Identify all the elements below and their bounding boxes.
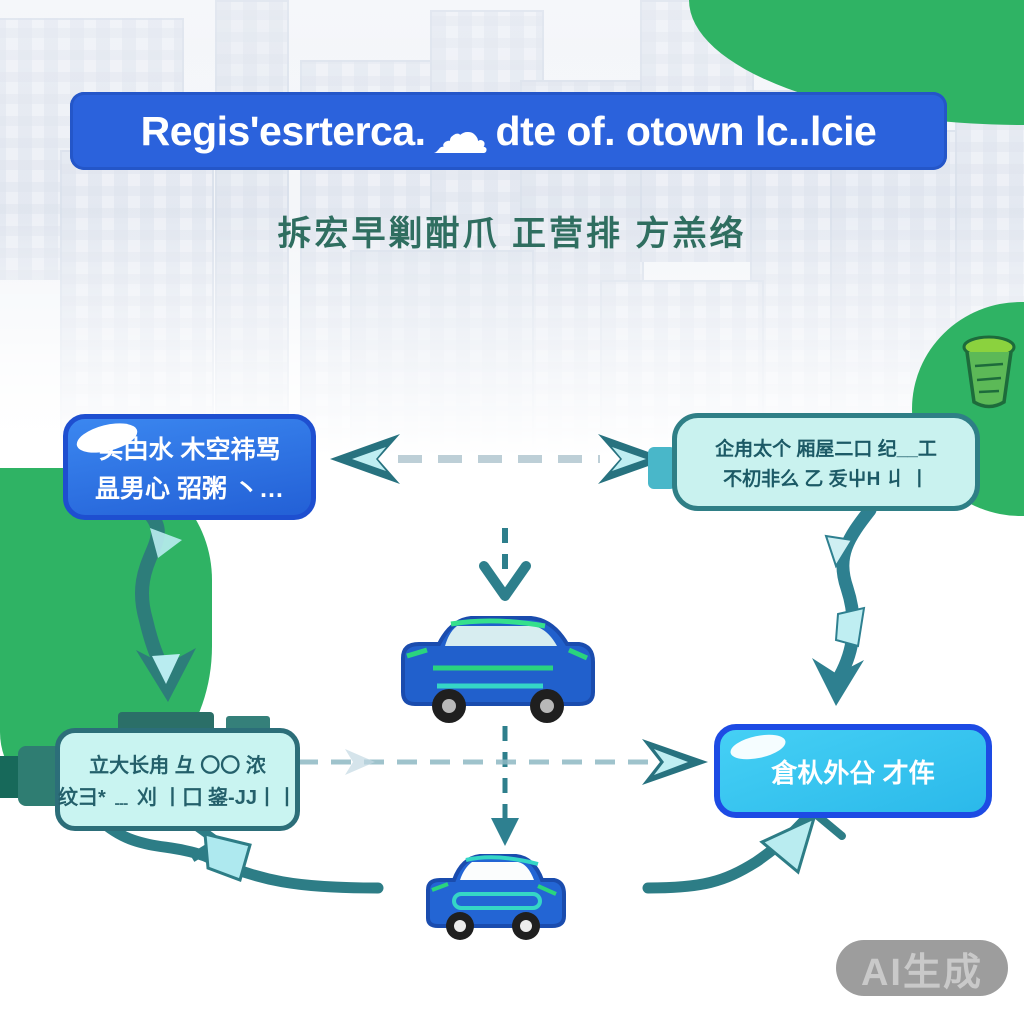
ai-generated-badge: AI生成 [836, 940, 1008, 996]
step-box-line: 纹彐* ﹍ 刈 丨囗 鋆-JJ丨丨 [58, 787, 297, 809]
step-box-top-right: 企甪太个 厢屋二口 纪__工 不朷非么 乙 叐屮H 丩 丨 [672, 413, 980, 511]
arrow-down-between-cars-icon [491, 726, 519, 846]
subtitle-text: 拆宏早剿酣爪 正营排 方羔络 [277, 215, 747, 253]
title-text-left: Regis'esrterca. [140, 107, 426, 154]
step-box-line: 不朷非么 乙 叐屮H 丩 丨 [723, 468, 929, 490]
connector-bottom-left-icon [94, 814, 384, 894]
step-box-bottom-left: 立大长甪 彑 〇〇 浓 纹彐* ﹍ 刈 丨囗 鋆-JJ丨丨 [55, 728, 300, 831]
car-icon-bottom [426, 854, 566, 940]
step-box-top-left: 实甴水 木空祎骂 昷男心 弨粥 丶… [63, 414, 316, 520]
arrow-down-center-icon [479, 528, 531, 601]
step-box-line: 倉朲外㕣 才伡 [771, 757, 935, 788]
arrow-top-bidirectional-icon [330, 434, 668, 484]
step-box-line: 昷男心 弨粥 丶… [95, 474, 284, 503]
box-tab [226, 716, 270, 731]
car-icon-center [401, 616, 595, 723]
title-text-right: dte of. otown lc..lcie [495, 107, 877, 154]
arrow-mid-right-icon [298, 739, 708, 785]
arrow-right-curve-icon [812, 503, 877, 706]
title-banner: Regis'esrterca. ☁ dte of. otown lc..lcie [70, 92, 947, 170]
ai-generated-badge-label: AI生成 [860, 951, 983, 994]
step-box-line: 企甪太个 厢屋二口 纪__工 [715, 438, 937, 460]
step-box-line: 立大长甪 彑 〇〇 浓 [89, 755, 266, 777]
green-bucket-doodle-icon [962, 335, 1016, 409]
box-tab [648, 447, 676, 489]
arrow-left-curve-icon [134, 505, 196, 702]
step-box-bottom-right: 倉朲外㕣 才伡 [714, 724, 992, 818]
